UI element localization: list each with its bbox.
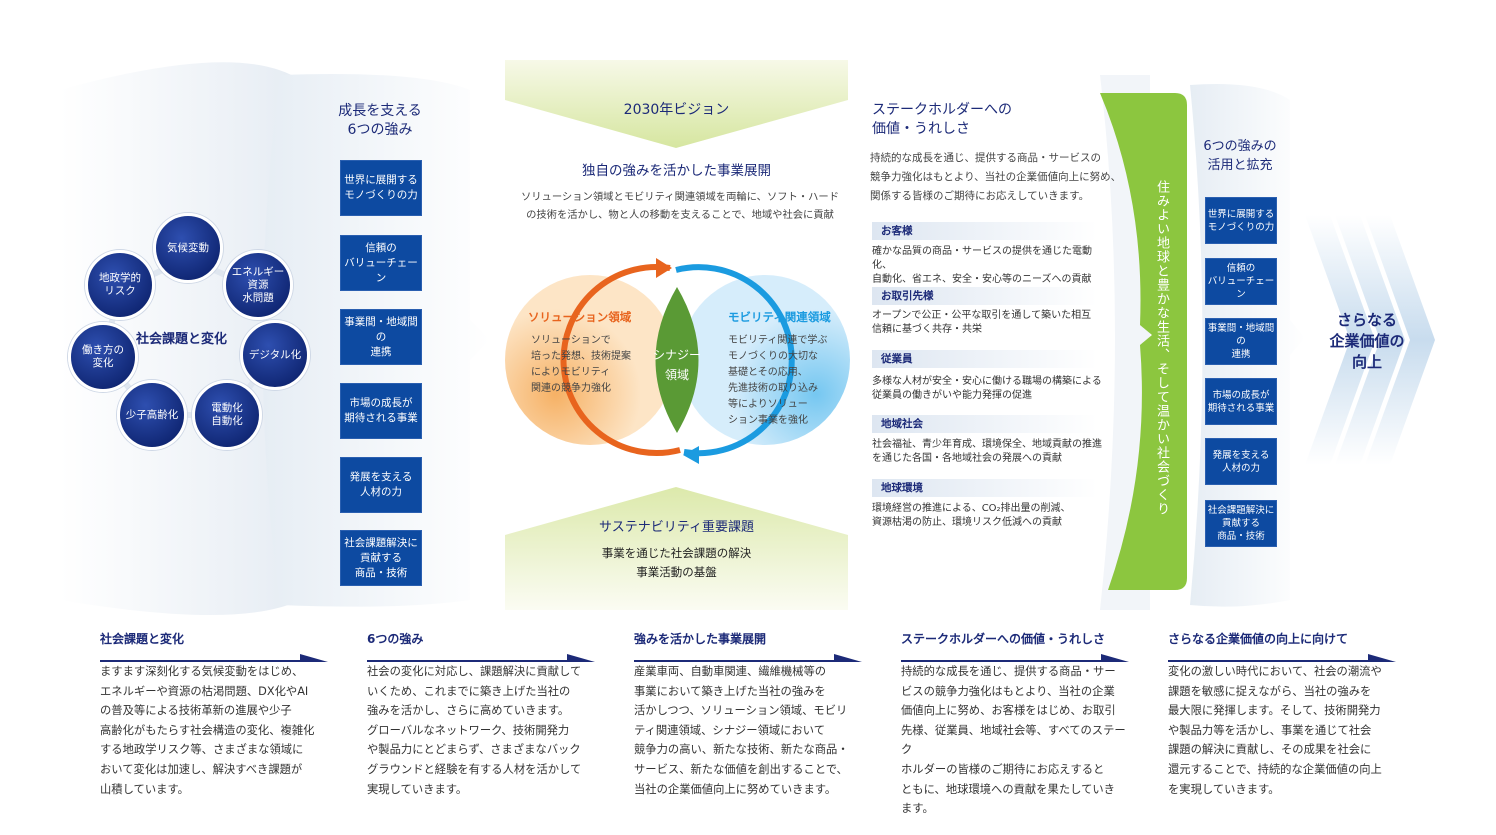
group-text: オープンで公正・公平な取引を通して築いた相互 信頼に基づく共存・共栄 [872, 310, 1092, 335]
expand-box: 社会課題解決に 貢献する 商品・技術 [1205, 500, 1277, 547]
issue-energy: エネルギー 資源 水問題 [223, 250, 293, 320]
heading-arrow [100, 648, 330, 662]
strength-box: 社会課題解決に 貢献する 商品・技術 [340, 530, 422, 586]
strength-box: 市場の成長が 期待される事業 [340, 383, 422, 439]
group-text: 多様な人材が安全・安心に働ける職場の構築による 従業員の働きがいや能力発揮の促進 [872, 376, 1102, 401]
solution-text: ソリューションで 培った発想、技術提案 によりモビリティ 関連の競争力強化 [531, 335, 631, 394]
group-text: 環境経営の推進による、CO₂排出量の削減、 資源枯渇の防止、環境リスク低減への貢… [872, 503, 1071, 528]
bottom-col-social: 社会課題と変化ますます深刻化する気候変動をはじめ、 エネルギーや資源の枯渇問題、… [100, 630, 330, 799]
stakeholder-title: ステークホルダーへの 価値・うれしさ [872, 102, 1012, 137]
heading-arrow [1168, 648, 1398, 662]
group-employees: 従業員 [872, 350, 1097, 368]
expand-box: 事業間・地域間の 連携 [1205, 318, 1277, 365]
sustainability-items: 事業を通じた社会課題の解決 事業活動の基盤 [505, 544, 848, 582]
col-text: 変化の激しい時代において、社会の潮流や 課題を敏感に捉えながら、当社の強みを 最… [1168, 665, 1382, 796]
venn-diagram [505, 258, 850, 464]
business-title: 独自の強みを活かした事業展開 [582, 163, 771, 179]
issue-digital: デジタル化 [240, 320, 310, 390]
stakeholder-desc: 持続的な成長を通じ、提供する商品・サービスの 競争力強化はもとより、当社の企業価… [870, 152, 1122, 202]
group-customers: お客様 [872, 222, 1097, 240]
solution-title: ソリューション領域 [528, 310, 632, 324]
expand-box: 発展を支える 人材の力 [1205, 438, 1277, 485]
col-heading: ステークホルダーへの価値・うれしさ [901, 632, 1106, 646]
social-area [60, 62, 300, 615]
issue-aging: 少子高齢化 [117, 380, 187, 450]
mobility-title: モビリティ関連領域 [728, 310, 831, 324]
vision-label: 2030年ビジョン [623, 102, 730, 118]
strength-box: 事業間・地域間の 連携 [340, 309, 422, 365]
expand-title: 6つの強みの 活用と拡充 [1203, 139, 1277, 173]
social-center-label: 社会課題と変化 [136, 332, 228, 347]
sustainability-item: 事業を通じた社会課題の解決 [601, 546, 752, 560]
col-heading: 強みを活かした事業展開 [634, 632, 767, 646]
group-text: 確かな品質の商品・サービスの提供を通じた電動化、 自動化、省エネ、安全・安心等の… [872, 246, 1092, 285]
heading-arrow [634, 648, 864, 662]
col-text: 産業車両、自動車関連、繊維機械等の 事業において築き上げた当社の強みを 活かしつ… [634, 665, 849, 796]
col-heading: 社会課題と変化 [100, 632, 185, 646]
sustainability-chevron [505, 487, 848, 610]
expand-box: 市場の成長が 期待される事業 [1205, 378, 1277, 425]
strength-box: 発展を支える 人材の力 [340, 457, 422, 513]
group-partners: お取引先様 [872, 287, 1097, 305]
issue-geopolitics: 地政学的 リスク [85, 250, 155, 320]
col-text: ますます深刻化する気候変動をはじめ、 エネルギーや資源の枯渇問題、DX化やAI … [100, 665, 315, 796]
group-text: 社会福祉、青少年育成、環境保全、地域貢献の推進 を通じた各国・各地域社会の発展へ… [872, 439, 1102, 464]
group-environment: 地球環境 [872, 479, 1097, 497]
issue-workstyle: 働き方の 変化 [68, 322, 138, 392]
heading-arrow [901, 648, 1131, 662]
col-heading: 6つの強み [367, 632, 424, 646]
vision-chevron [505, 60, 848, 148]
expand-box: 信頼の バリューチェーン [1205, 258, 1277, 305]
value-chevrons [1305, 215, 1435, 465]
col-heading: さらなる企業価値の向上に向けて [1168, 632, 1349, 646]
bottom-col-business: 強みを活かした事業展開産業車両、自動車関連、繊維機械等の 事業において築き上げた… [634, 630, 864, 799]
strengths-title: 成長を支える 6つの強み [338, 103, 422, 138]
green-bar [1100, 93, 1187, 590]
col-text: 社会の変化に対応し、課題解決に貢献して いくため、これまでに築き上げた当社の 強… [367, 665, 582, 796]
bottom-col-strengths: 6つの強み社会の変化に対応し、課題解決に貢献して いくため、これまでに築き上げた… [367, 630, 597, 799]
synergy-label: シナジー 領域 [652, 348, 701, 382]
strength-box: 世界に展開する モノづくりの力 [340, 160, 422, 216]
col-text: 持続的な成長を通じ、提供する商品・サー ビスの競争力強化はもとより、当社の企業 … [901, 665, 1126, 816]
business-desc: ソリューション領域とモビリティ関連領域を両輪に、ソフト・ハード の技術を活かし、… [520, 191, 840, 221]
strength-box: 信頼の バリューチェーン [340, 235, 422, 291]
heading-arrow [367, 648, 597, 662]
group-community: 地域社会 [872, 415, 1097, 433]
sustainability-title: サステナビリティ重要課題 [599, 520, 754, 535]
bottom-col-value: さらなる企業価値の向上に向けて変化の激しい時代において、社会の潮流や 課題を敏感… [1168, 630, 1398, 799]
green-bar-label: 住みよい地球と豊かな生活、そして温かい社会づくり [1154, 180, 1169, 516]
value-label: さらなる 企業価値の 向上 [1329, 311, 1405, 371]
issue-climate: 気候変動 [153, 213, 223, 283]
mobility-text: モビリティ関連で学ぶ モノづくりの大切な 基礎とその応用、 先進技術の取り込み … [728, 335, 828, 426]
issue-electrification: 電動化 自動化 [192, 380, 262, 450]
expand-box: 世界に展開する モノづくりの力 [1205, 197, 1277, 244]
sustainability-item: 事業活動の基盤 [636, 565, 717, 579]
bottom-col-stakeholder: ステークホルダーへの価値・うれしさ持続的な成長を通じ、提供する商品・サー ビスの… [901, 630, 1131, 819]
